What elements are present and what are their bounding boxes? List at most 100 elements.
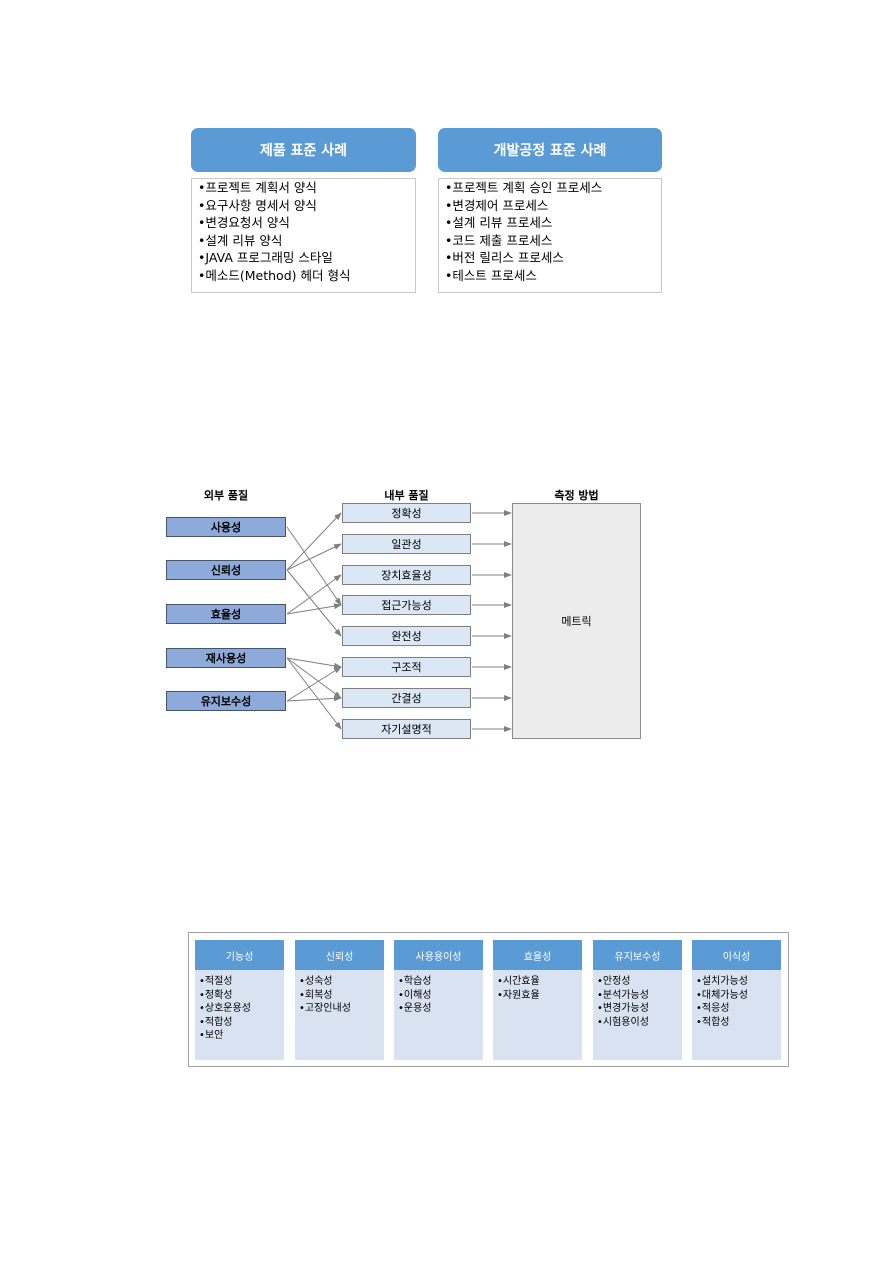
list-item-text: 자원효율 [502,989,540,1001]
arrow [286,666,342,702]
list-item: •고장인내성 [299,1003,351,1014]
internal-quality-box: 간결성 [342,688,471,708]
product-standard-header: 제품 표준 사례 [191,128,416,172]
list-item: •적절성 [199,976,233,987]
list-item: •JAVA 프로그래밍 스타일 [198,250,333,265]
arrow [286,543,342,571]
list-item: •메소드(Method) 헤더 형식 [198,267,351,283]
list-item: •상호운용성 [199,1003,251,1014]
list-item-text: 변경가능성 [602,1003,649,1014]
list-item-text: 고장인내성 [304,1003,351,1014]
internal-quality-box: 자기설명적 [342,719,471,739]
category-header: 유지보수성 [593,940,682,970]
internal-quality-heading: 내부 품질 [384,489,429,502]
list-item: •운용성 [398,1003,432,1014]
arrow [286,603,342,615]
arrow [286,512,342,571]
list-item: •변경요청서 양식 [198,215,290,230]
list-item: •설치가능성 [696,976,748,987]
list-item: •이해성 [398,989,432,1001]
arrow [286,695,342,702]
list-item-text: 설계 리뷰 프로세스 [452,215,553,230]
external-quality-heading: 외부 품질 [203,489,249,502]
internal-quality-box: 장치효율성 [342,565,471,585]
category-header: 사용용이성 [394,940,483,970]
list-item: •안정성 [597,976,631,987]
list-item-text: JAVA 프로그래밍 스타일 [205,250,333,265]
list-item: •회복성 [299,989,333,1001]
list-item: •변경제어 프로세스 [445,197,549,213]
category-items: •적절성•정확성•상호운용성•적합성•보안 [195,970,284,1060]
external-quality-box: 유지보수성 [166,691,286,711]
list-item-text: 적합성 [701,1016,730,1028]
measurement-heading: 측정 방법 [554,489,599,502]
list-item: •코드 제출 프로세스 [445,232,553,248]
list-item-text: 요구사항 명세서 양식 [205,197,317,213]
list-item: •버전 릴리스 프로세스 [445,250,564,265]
category-header: 효율성 [493,940,582,970]
arrow [286,657,342,730]
list-item-text: 설계 리뷰 양식 [205,232,283,248]
list-item: •프로젝트 계획 승인 프로세스 [445,180,603,195]
list-item-text: 운용성 [403,1003,432,1014]
list-item-text: 상호운용성 [204,1003,251,1014]
category-header: 기능성 [195,940,284,970]
list-item-text: 분석가능성 [602,989,649,1001]
internal-quality-box: 구조적 [342,657,471,677]
arrow [286,657,342,699]
list-item: •시간효율 [497,976,540,987]
arrow [286,574,342,615]
list-item-text: 시험용이성 [602,1016,649,1028]
internal-quality-box: 일관성 [342,534,471,554]
external-quality-box: 사용성 [166,517,286,537]
category-header: 신뢰성 [295,940,384,970]
list-item-text: 안정성 [602,976,631,987]
arrow [286,657,342,669]
list-item-text: 프로젝트 계획서 양식 [205,180,317,195]
list-item-text: 코드 제출 프로세스 [452,232,553,248]
list-item: •정확성 [199,989,233,1001]
list-item: •프로젝트 계획서 양식 [198,180,317,195]
internal-quality-box: 완전성 [342,626,471,646]
list-item: •시험용이성 [597,1016,649,1028]
internal-quality-box: 접근가능성 [342,595,471,615]
list-item-text: 대체가능성 [701,989,748,1001]
list-item: •적응성 [696,1003,730,1014]
list-item: •분석가능성 [597,989,649,1001]
list-item-text: 학습성 [403,976,432,987]
category-items: •설치가능성 •대체가능성 •적응성 •적합성 [692,970,781,1060]
list-item-text: 성숙성 [304,976,333,987]
list-item-text: 변경제어 프로세스 [452,197,549,213]
list-item: •대체가능성 [696,989,748,1001]
iso9126-frame [188,932,789,1067]
list-item-text: 변경요청서 양식 [205,215,290,230]
list-item-text: 버전 릴리스 프로세스 [452,250,564,265]
category-items: •안정성 •분석가능성 •변경가능성 •시험용이성 [593,970,682,1060]
list-item-text: 메소드(Method) 헤더 형식 [205,267,351,283]
list-item-text: 적합성 [204,1016,233,1028]
list-item: •설계 리뷰 양식 [198,232,283,248]
process-standard-list: •프로젝트 계획 승인 프로세스 •변경제어 프로세스 •설계 리뷰 프로세스 •코드… [438,178,662,293]
list-item-text: 테스트 프로세스 [452,267,537,283]
list-item: •보안 [199,1030,224,1041]
list-item-text: 설치가능성 [701,976,748,987]
category-items: •성숙성•회복성•고장인내성 [295,970,384,1060]
list-item-text: 적응성 [701,1003,730,1014]
list-item: •적합성 [696,1016,730,1028]
list-item: •학습성 [398,976,432,987]
arrow [286,526,342,606]
process-standard-header: 개발공정 표준 사례 [438,128,662,172]
external-quality-box: 효율성 [166,604,286,624]
internal-quality-box: 정확성 [342,503,471,523]
list-item-text: 시간효율 [502,976,540,987]
list-item-text: 보안 [204,1030,224,1041]
list-item-text: 이해성 [403,989,432,1001]
external-quality-box: 신뢰성 [166,560,286,580]
external-quality-box: 재사용성 [166,648,286,668]
list-item: •설계 리뷰 프로세스 [445,215,553,230]
list-item: •테스트 프로세스 [445,267,537,283]
list-item-text: 프로젝트 계획 승인 프로세스 [452,180,603,195]
list-item: •변경가능성 [597,1003,649,1014]
